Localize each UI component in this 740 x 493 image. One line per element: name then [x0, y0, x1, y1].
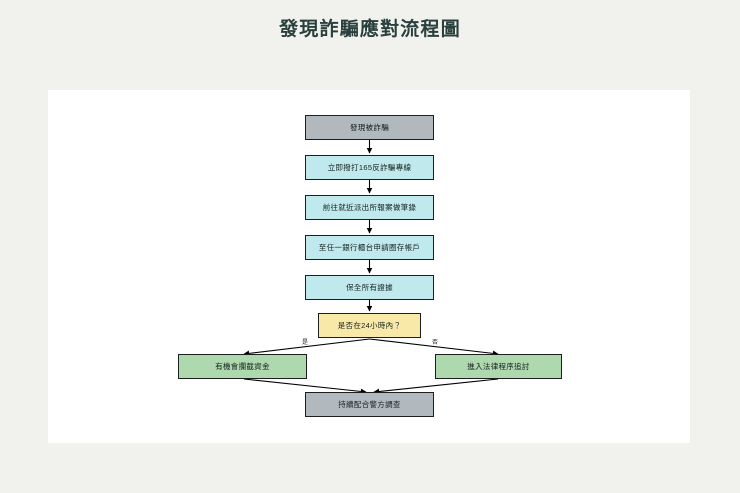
edge-label-yes: 是: [302, 340, 309, 346]
node-label: 立即撥打165反詐騙專線: [327, 163, 412, 172]
node-bank-freeze-account[interactable]: 至任一銀行櫃台申請圈存帳戶: [305, 235, 434, 260]
node-discover-fraud[interactable]: 發現被詐騙: [305, 115, 434, 140]
node-label: 進入法律程序追討: [467, 362, 530, 371]
flowchart-stage: 發現被詐騙 立即撥打165反詐騙專線 前往就近派出所報案做筆錄 至任一銀行櫃台申…: [48, 90, 690, 443]
edge-label-no: 否: [432, 340, 439, 346]
node-label: 是否在24小時內？: [337, 321, 402, 330]
node-preserve-evidence[interactable]: 保全所有證據: [305, 275, 434, 300]
node-label: 前往就近派出所報案做筆錄: [322, 203, 417, 212]
node-label: 保全所有證據: [346, 283, 393, 292]
node-label: 持續配合警方調查: [338, 400, 401, 409]
node-legal-proceedings[interactable]: 進入法律程序追討: [435, 354, 562, 379]
flowchart-canvas: 發現被詐騙 立即撥打165反詐騙專線 前往就近派出所報案做筆錄 至任一銀行櫃台申…: [48, 90, 690, 443]
node-decision-within-24-hours[interactable]: 是否在24小時內？: [318, 313, 421, 338]
node-label: 至任一銀行櫃台申請圈存帳戶: [318, 243, 421, 252]
node-chance-intercept-funds[interactable]: 有機會攔截資金: [178, 354, 307, 379]
node-continue-police-investigation[interactable]: 持續配合警方調查: [305, 392, 434, 417]
edge-n6-n8-no: [369, 338, 499, 357]
edge-branch-group: [243, 338, 499, 395]
edge-n6-n7-yes: [243, 338, 370, 357]
edge-n7-n9: [243, 378, 367, 395]
node-label: 發現被詐騙: [350, 123, 389, 132]
edge-n8-n9: [373, 378, 499, 395]
node-call-165-hotline[interactable]: 立即撥打165反詐騙專線: [305, 155, 434, 180]
page-title: 發現詐騙應對流程圖: [279, 19, 461, 40]
node-label: 有機會攔截資金: [215, 362, 270, 371]
node-report-police-station[interactable]: 前往就近派出所報案做筆錄: [305, 195, 434, 220]
flowchart-edge-layer: [243, 140, 499, 395]
